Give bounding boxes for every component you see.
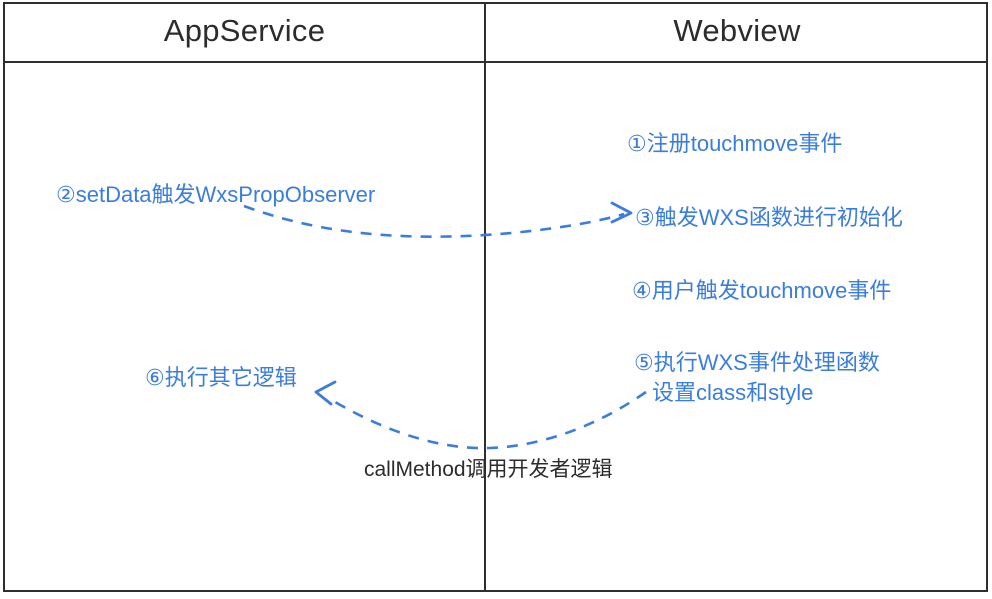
step-label-5-line2: 设置class和style xyxy=(652,380,814,405)
step-label-1: ①注册touchmove事件 xyxy=(627,131,843,156)
column-header-appservice: AppService xyxy=(163,13,326,48)
step-label-5: ⑤执行WXS事件处理函数 设置class和style xyxy=(634,348,880,408)
column-divider xyxy=(484,2,486,592)
connector-label-callmethod: callMethod调用开发者逻辑 xyxy=(364,458,613,481)
diagram-border xyxy=(3,2,988,592)
step-label-6: ⑥执行其它逻辑 xyxy=(145,365,297,390)
step-label-3: ③触发WXS函数进行初始化 xyxy=(635,205,903,230)
step-label-5-line1: ⑤执行WXS事件处理函数 xyxy=(634,350,880,375)
step-label-4: ④用户触发touchmove事件 xyxy=(632,278,892,303)
header-separator xyxy=(3,61,988,63)
step-label-2: ②setData触发WxsPropObserver xyxy=(56,182,376,207)
column-header-webview: Webview xyxy=(673,13,801,48)
